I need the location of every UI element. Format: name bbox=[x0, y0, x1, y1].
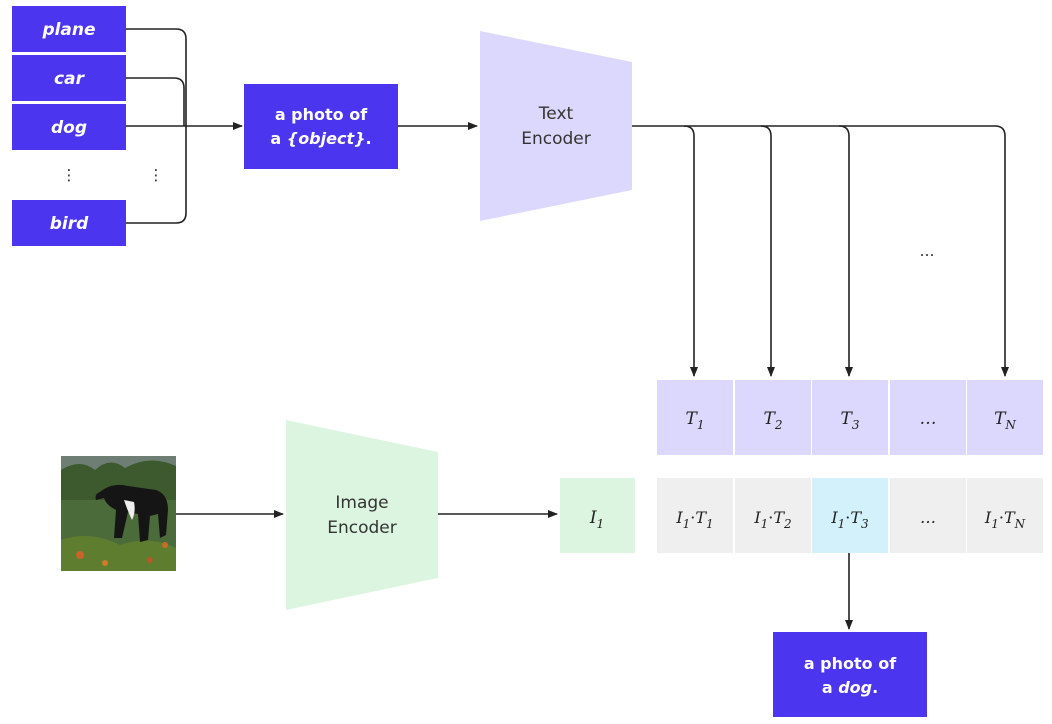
text-embedding-base: T bbox=[841, 409, 854, 429]
text-embedding-sub: 2 bbox=[774, 418, 783, 432]
similarity-a: I bbox=[675, 508, 683, 527]
similarity-b: T bbox=[1004, 508, 1016, 527]
dot-operator: · bbox=[999, 508, 1004, 527]
text-embedding-cell: T3 bbox=[812, 380, 888, 455]
result-prefix: a bbox=[822, 678, 838, 697]
similarity-cell-highlighted: I1·T3 bbox=[812, 478, 888, 553]
similarity-cell: … bbox=[890, 478, 966, 553]
result-object: dog bbox=[838, 678, 872, 697]
similarity-label: I1·T2 bbox=[753, 508, 791, 531]
similarity-a: I bbox=[830, 508, 838, 527]
image-encoder-label-2: Encoder bbox=[327, 518, 397, 538]
similarity-label: I1·T3 bbox=[830, 508, 869, 531]
similarity-a: I bbox=[984, 508, 992, 527]
class-label-box: car bbox=[12, 55, 126, 101]
text-embedding-label: T2 bbox=[764, 409, 783, 432]
similarity-b: T bbox=[773, 508, 785, 527]
arrow-to-t2 bbox=[760, 125, 775, 377]
class-label-text: car bbox=[54, 69, 86, 89]
text-embedding-base: T bbox=[764, 409, 777, 429]
similarity-label: … bbox=[920, 508, 936, 527]
image-embedding-sub: 1 bbox=[597, 517, 605, 531]
similarity-a-sub: 1 bbox=[838, 517, 846, 531]
connector-ellipsis: ⋮ bbox=[149, 166, 164, 184]
image-embedding: I1 bbox=[560, 478, 635, 553]
text-embedding-label: … bbox=[920, 409, 937, 429]
text-embedding-base: T bbox=[994, 409, 1007, 429]
text-embedding-label: T1 bbox=[686, 409, 705, 432]
result-box: a photo of a dog. bbox=[773, 632, 927, 717]
dot-operator: · bbox=[845, 508, 850, 527]
result-line-2: a dog. bbox=[822, 678, 878, 697]
class-label-text: bird bbox=[50, 214, 89, 234]
similarity-cell: I1·TN bbox=[967, 478, 1043, 553]
prompt-line-2: a {object}. bbox=[270, 129, 371, 148]
text-output-ellipsis: … bbox=[920, 242, 935, 260]
class-label-box: plane bbox=[12, 6, 126, 52]
dog-photo bbox=[61, 456, 176, 571]
class-label-list: plane car dog ⋮ ⋮ bird bbox=[12, 6, 164, 246]
text-embedding-label: T3 bbox=[841, 409, 860, 432]
text-embedding-base: … bbox=[920, 409, 937, 429]
text-output-arrows bbox=[632, 125, 1009, 377]
text-embedding-sub: 1 bbox=[697, 418, 705, 432]
text-embedding-sub: N bbox=[1004, 418, 1016, 432]
prompt-object: {object} bbox=[287, 129, 366, 148]
similarity-b-sub: 2 bbox=[783, 517, 792, 531]
class-label-text: plane bbox=[41, 20, 95, 40]
similarity-b: T bbox=[695, 508, 707, 527]
text-embedding-sub: 3 bbox=[852, 418, 860, 432]
arrow-to-t3 bbox=[838, 125, 853, 377]
arrow-to-t1 bbox=[683, 125, 698, 377]
class-label-box: dog bbox=[12, 104, 126, 150]
text-embedding-cell: TN bbox=[967, 380, 1043, 455]
dot-operator: · bbox=[690, 508, 695, 527]
similarity-cell: I1·T2 bbox=[735, 478, 811, 553]
image-embedding-base: I bbox=[589, 508, 597, 528]
result-line-1: a photo of bbox=[804, 654, 897, 673]
similarity-b-sub: 3 bbox=[861, 517, 869, 531]
similarity-a-sub: 1 bbox=[683, 517, 691, 531]
prompt-template-box: a photo of a {object}. bbox=[244, 84, 398, 169]
similarity-b-sub: N bbox=[1014, 517, 1026, 531]
dot-operator: · bbox=[768, 508, 773, 527]
similarity-a: I bbox=[753, 508, 761, 527]
text-encoder: Text Encoder bbox=[480, 31, 632, 221]
car-connector bbox=[126, 77, 185, 126]
similarity-cell: I1·T1 bbox=[657, 478, 733, 553]
similarity-b-sub: 1 bbox=[706, 517, 714, 531]
text-encoder-label-1: Text bbox=[538, 104, 574, 124]
image-encoder-label-1: Image bbox=[335, 493, 388, 513]
similarity-a-sub: 1 bbox=[991, 517, 999, 531]
similarity-a: … bbox=[920, 508, 936, 527]
similarity-b: T bbox=[850, 508, 862, 527]
image-embedding-label: I1 bbox=[589, 508, 604, 531]
class-label-text: dog bbox=[51, 118, 87, 138]
text-embedding-label: TN bbox=[994, 409, 1016, 432]
arrow-to-tn bbox=[632, 125, 1009, 377]
prompt-line-1: a photo of bbox=[275, 105, 368, 124]
class-label-box: bird bbox=[12, 200, 126, 246]
text-embedding-cell: T1 bbox=[657, 380, 733, 455]
result-suffix: . bbox=[872, 678, 878, 697]
text-encoder-label-2: Encoder bbox=[521, 129, 591, 149]
text-embedding-cell: … bbox=[890, 380, 966, 455]
class-list-ellipsis: ⋮ bbox=[62, 166, 77, 184]
text-embedding-cell: T2 bbox=[735, 380, 811, 455]
class-connectors bbox=[126, 28, 243, 224]
prompt-suffix: . bbox=[366, 129, 372, 148]
prompt-prefix: a bbox=[270, 129, 286, 148]
similarity-label: I1·T1 bbox=[675, 508, 713, 531]
similarity-label: I1·TN bbox=[984, 508, 1026, 531]
text-embedding-base: T bbox=[686, 409, 699, 429]
image-encoder: Image Encoder bbox=[286, 420, 438, 610]
similarity-a-sub: 1 bbox=[761, 517, 769, 531]
